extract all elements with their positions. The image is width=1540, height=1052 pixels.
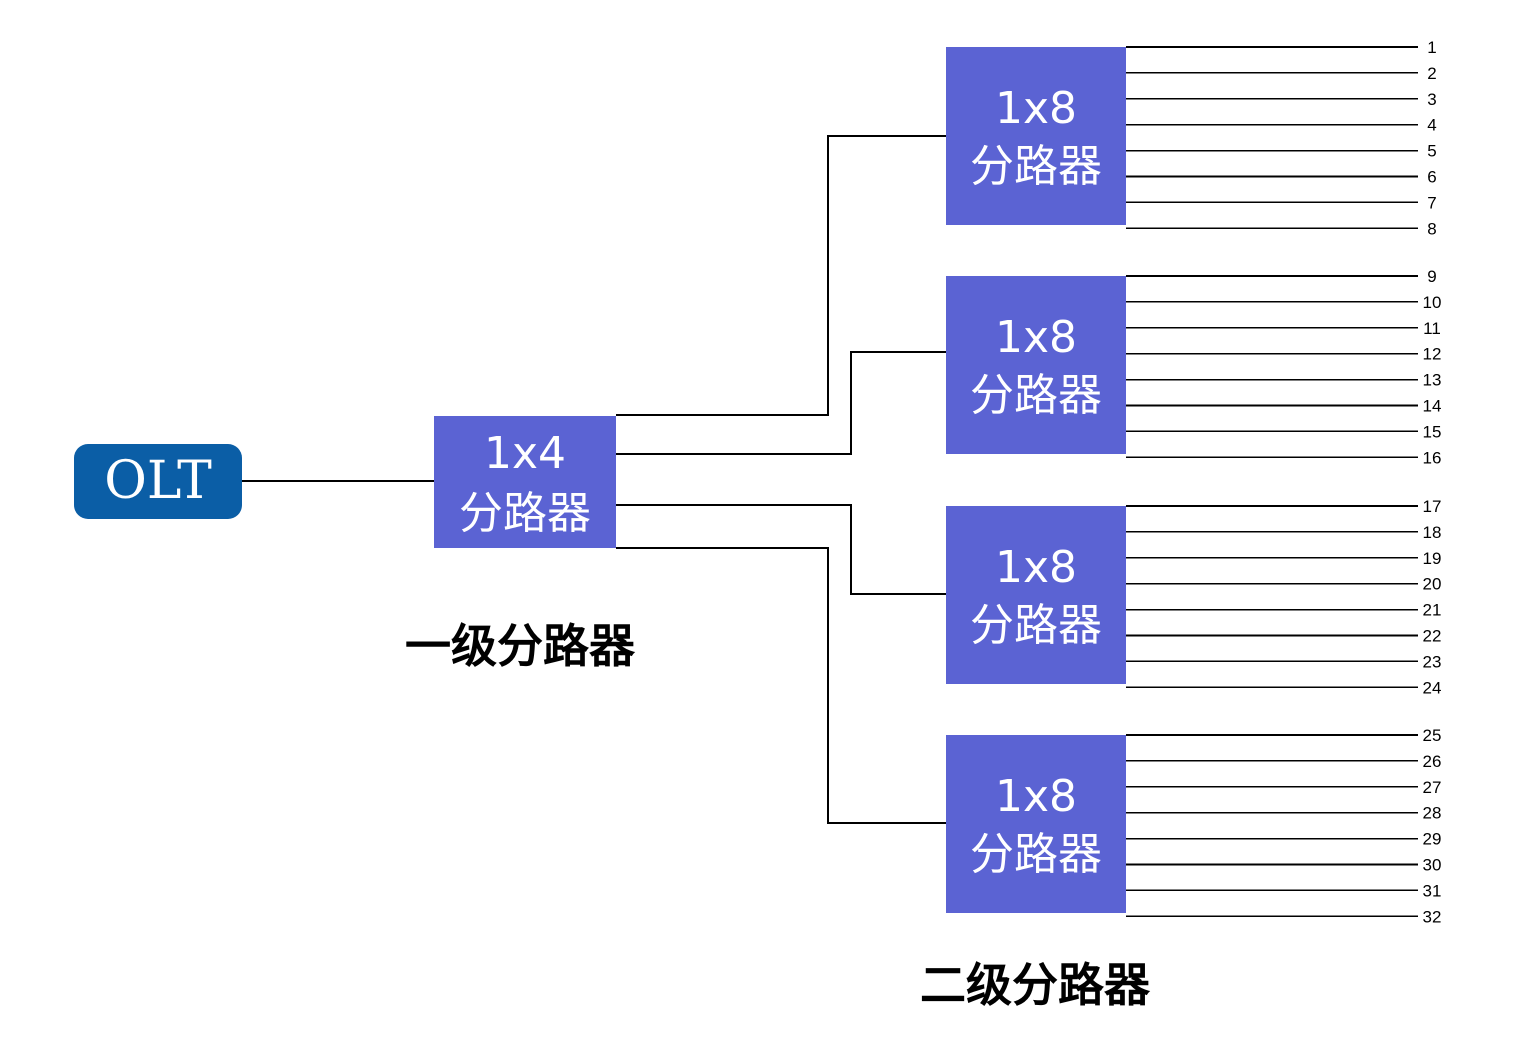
output-port-label: 12 <box>1423 345 1442 364</box>
level1-splitter: 1x4 分路器 <box>434 416 616 548</box>
olt-node: OLT <box>74 444 242 519</box>
output-port-label: 20 <box>1423 575 1442 594</box>
output-port-label: 10 <box>1423 293 1442 312</box>
output-port-label: 7 <box>1427 193 1436 212</box>
output-port-label: 29 <box>1423 830 1442 849</box>
output-port-label: 1 <box>1427 38 1436 57</box>
level2-splitter-name: 分路器 <box>970 141 1102 192</box>
level2-splitter-box <box>946 735 1126 913</box>
output-port-label: 5 <box>1427 142 1436 161</box>
output-port-label: 14 <box>1423 397 1442 416</box>
level2-splitter-ratio: 1x8 <box>995 312 1077 363</box>
level2-splitter-name: 分路器 <box>970 600 1102 651</box>
level1-to-splitter-3-link <box>616 504 946 595</box>
level2-splitter-box <box>946 506 1126 684</box>
level2-splitters: 1x8分路器123456781x8分路器9101112131415161x8分路… <box>946 38 1441 926</box>
output-port-label: 23 <box>1423 652 1442 671</box>
output-port-label: 19 <box>1423 549 1442 568</box>
olt-box <box>74 444 242 519</box>
level2-splitter-box <box>946 47 1126 225</box>
output-port-label: 2 <box>1427 64 1436 83</box>
output-port-label: 28 <box>1423 804 1442 823</box>
level1-to-splitter-2-link <box>616 351 946 455</box>
level2-splitter-ratio: 1x8 <box>995 542 1077 593</box>
level1-splitter-ratio: 1x4 <box>484 428 566 479</box>
output-port-label: 24 <box>1423 678 1442 697</box>
output-port-label: 3 <box>1427 90 1436 109</box>
output-port-label: 32 <box>1423 907 1442 926</box>
output-port-label: 6 <box>1427 168 1436 187</box>
output-port-label: 13 <box>1423 371 1442 390</box>
level2-splitter: 1x8 分路器 9 10 11 12 13 14 15 16 <box>946 267 1441 467</box>
level2-splitter: 1x8 分路器 17 18 19 20 21 22 23 24 <box>946 497 1441 697</box>
level2-splitter-name: 分路器 <box>970 370 1102 421</box>
output-port-label: 21 <box>1423 601 1442 620</box>
output-port-label: 26 <box>1423 752 1442 771</box>
output-port-label: 11 <box>1423 319 1441 338</box>
output-port-label: 9 <box>1427 267 1436 286</box>
output-port-label: 18 <box>1423 523 1442 542</box>
level2-splitter-ratio: 1x8 <box>995 771 1077 822</box>
level2-splitter-name: 分路器 <box>970 829 1102 880</box>
output-port-label: 16 <box>1423 448 1442 467</box>
output-port-label: 8 <box>1427 219 1436 238</box>
output-port-label: 15 <box>1423 422 1442 441</box>
level2-splitter: 1x8 分路器 1 2 3 4 5 6 7 8 <box>946 38 1437 238</box>
output-port-label: 4 <box>1427 116 1436 135</box>
output-port-label: 17 <box>1423 497 1442 516</box>
level2-splitter-box <box>946 276 1126 454</box>
level2-splitter-ratio: 1x8 <box>995 83 1077 134</box>
level1-to-splitter-4-link <box>616 547 946 824</box>
level2-splitter: 1x8 分路器 25 26 27 28 29 30 31 32 <box>946 726 1441 926</box>
output-port-label: 25 <box>1423 726 1442 745</box>
level1-splitter-box <box>434 416 616 548</box>
level1-to-splitter-1-link <box>616 135 946 416</box>
level1-caption: 一级分路器 <box>405 619 636 673</box>
olt-label: OLT <box>104 451 212 511</box>
level1-splitter-name: 分路器 <box>459 488 591 539</box>
output-port-label: 30 <box>1423 856 1442 875</box>
output-port-label: 27 <box>1423 778 1442 797</box>
output-port-label: 22 <box>1423 627 1442 646</box>
level2-caption: 二级分路器 <box>920 958 1151 1012</box>
output-port-label: 31 <box>1423 881 1442 900</box>
